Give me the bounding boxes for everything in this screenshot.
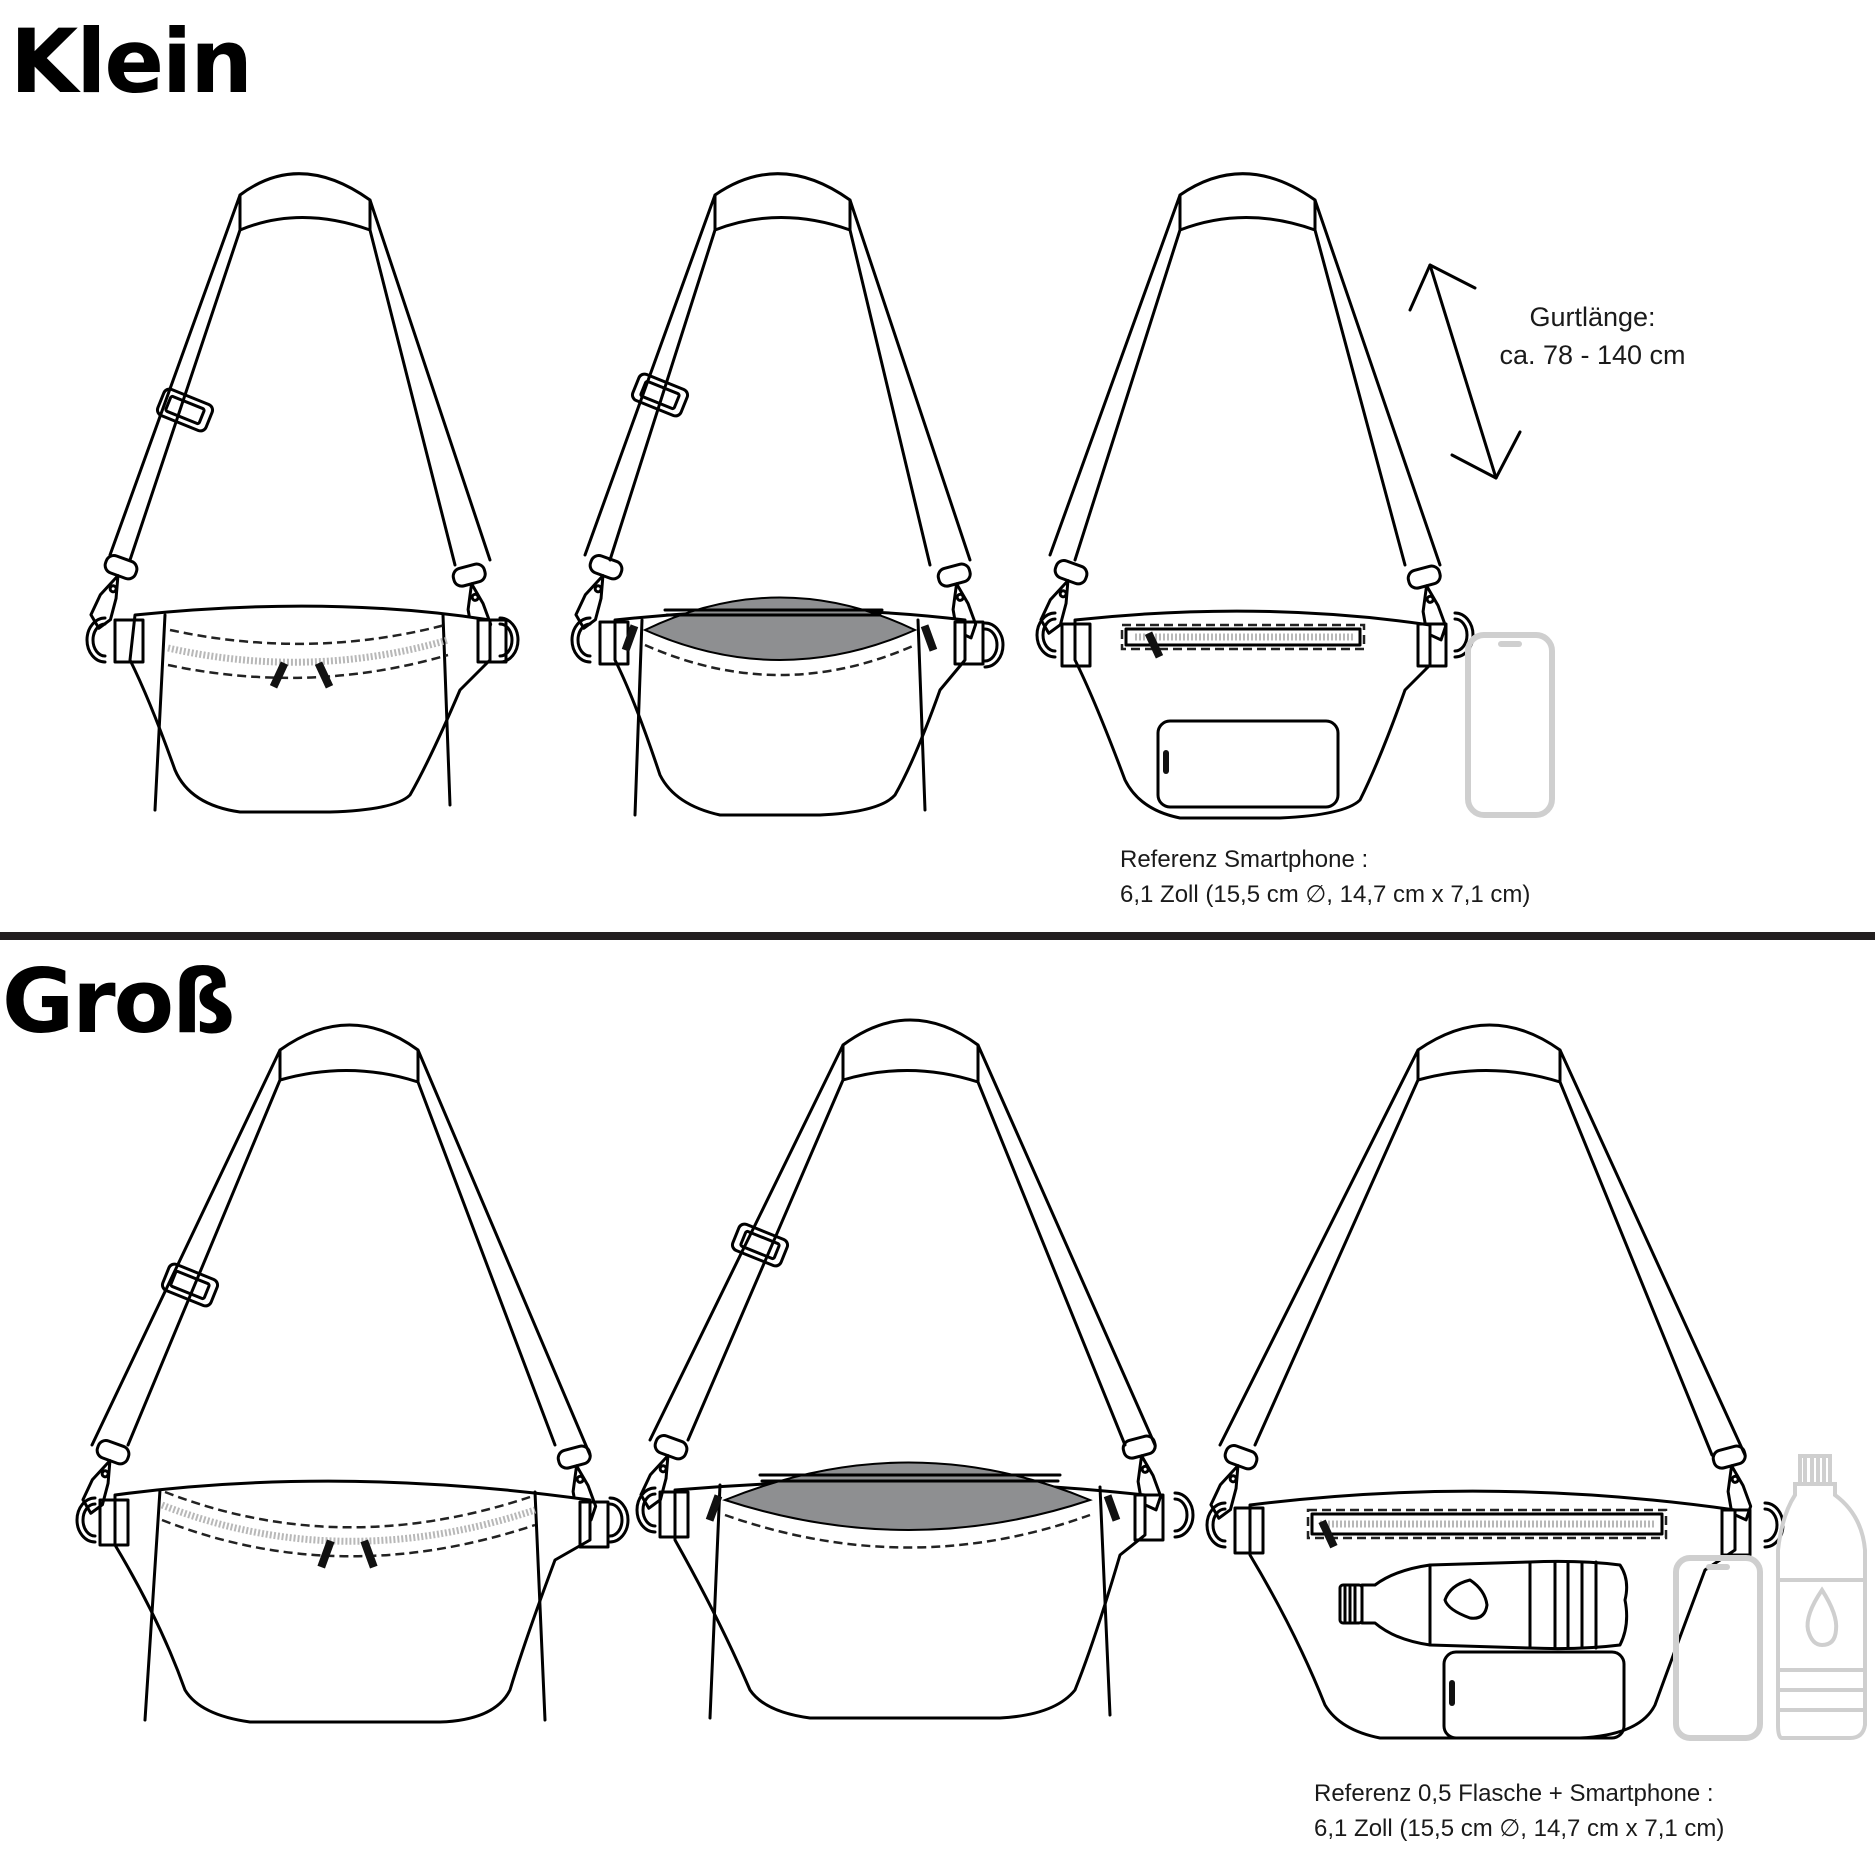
reference-caption-line2: 6,1 Zoll (15,5 cm ∅, 14,7 cm x 7,1 cm)	[1120, 881, 1531, 908]
reference-caption-large: Referenz 0,5 Flasche + Smartphone : 6,1 …	[1314, 1776, 1724, 1846]
strap-slider-icon	[154, 385, 216, 435]
strap-length-label: Gurtlänge: ca. 78 - 140 cm	[1480, 298, 1705, 374]
reference-caption-line1: Referenz Smartphone :	[1120, 846, 1369, 873]
reference-caption-small: Referenz Smartphone : 6,1 Zoll (15,5 cm …	[1120, 842, 1530, 912]
smartphone-reference-icon	[1465, 632, 1555, 818]
section-title-large: Groß	[2, 950, 235, 1053]
zipper-pull-icon	[1144, 631, 1164, 659]
zipper-pull-icon	[317, 1539, 335, 1569]
strap-length-value: ca. 78 - 140 cm	[1499, 340, 1686, 370]
small-bag-back-with-smartphone	[1032, 172, 1555, 820]
water-bottle-reference-icon	[1776, 1454, 1867, 1740]
zipper-pull-icon	[269, 661, 289, 689]
smartphone-reference-icon	[1673, 1555, 1763, 1741]
smartphone-icon	[1442, 1650, 1626, 1740]
strap-slider-icon	[159, 1260, 221, 1310]
bag-interior	[722, 1461, 1093, 1531]
large-bag-front-closed	[74, 1023, 630, 1724]
zipper-pull-icon	[314, 661, 334, 689]
small-bag-front-closed	[82, 172, 520, 814]
zipper-pull-icon	[705, 1494, 723, 1522]
reference-caption-line2: 6,1 Zoll (15,5 cm ∅, 14,7 cm x 7,1 cm)	[1314, 1815, 1725, 1842]
strap-slider-icon	[729, 1220, 791, 1270]
strap-slider-icon	[629, 370, 691, 420]
reference-caption-line1: Referenz 0,5 Flasche + Smartphone :	[1314, 1780, 1714, 1807]
strap-length-arrow-icon	[1408, 263, 1522, 480]
zipper-pull-icon	[920, 624, 938, 652]
strap-length-heading: Gurtlänge:	[1529, 302, 1656, 332]
smartphone-icon	[1156, 719, 1340, 809]
large-bag-back-with-bottle-and-smartphone	[1202, 1023, 1867, 1741]
zipper-pull-icon	[621, 624, 639, 652]
water-bottle-icon	[1338, 1559, 1629, 1651]
small-bag-front-open	[567, 172, 1005, 817]
section-divider	[0, 932, 1875, 940]
zipper-pull-icon	[360, 1539, 378, 1569]
large-bag-front-open	[632, 1018, 1195, 1720]
section-title-small: Klein	[10, 10, 253, 113]
bag-interior	[642, 596, 918, 661]
zipper-pull-icon	[1103, 1494, 1121, 1522]
zipper-pull-icon	[1318, 1519, 1338, 1549]
